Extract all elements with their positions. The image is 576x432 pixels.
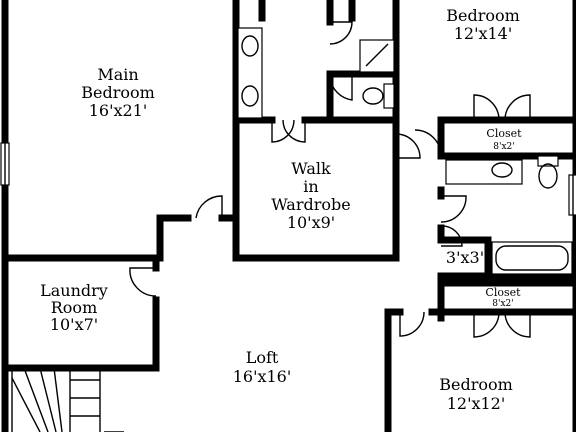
- sink-icon: [241, 35, 259, 57]
- bedroom-top-name: Bedroom: [446, 6, 520, 25]
- laundry-name-1: Laundry: [40, 281, 108, 300]
- small-closet-size: 3'x3': [446, 248, 484, 267]
- closet-bottom-size: 8'x2': [492, 299, 513, 309]
- walk-in-size: 10'x9': [287, 213, 335, 232]
- bedroom-top-size: 12'x14': [454, 24, 513, 43]
- closet-top-size: 8'x2': [493, 142, 514, 152]
- closet-top-name: Closet: [486, 127, 522, 140]
- toilet-icon: [538, 163, 558, 189]
- walk-in-name-3: Wardrobe: [271, 195, 350, 214]
- loft-size: 16'x16': [233, 367, 292, 386]
- bedroom-bottom-name: Bedroom: [439, 375, 513, 394]
- laundry-size: 10'x7': [50, 315, 98, 334]
- vanity-counter: [237, 27, 263, 119]
- toilet-icon: [362, 87, 384, 105]
- loft-name: Loft: [246, 348, 279, 367]
- room-labels: Main Bedroom 16'x21' Bedroom 12'x14' Clo…: [40, 6, 522, 413]
- closet-bottom-name: Closet: [485, 286, 521, 299]
- fixtures: [11, 27, 573, 432]
- walk-in-name-2: in: [303, 177, 318, 196]
- staircase: [11, 367, 124, 432]
- toilet-tank: [537, 155, 559, 167]
- main-bedroom-name-2: Bedroom: [81, 83, 155, 102]
- sink-icon: [241, 85, 259, 107]
- vanity-counter: [445, 159, 523, 185]
- windows: [0, 142, 576, 216]
- laundry-name-2: Room: [51, 298, 97, 317]
- bedroom-bottom-size: 12'x12': [447, 394, 506, 413]
- walk-in-name-1: Walk: [291, 159, 331, 178]
- shower-icon: [359, 39, 395, 73]
- doors: [129, 21, 531, 338]
- main-bedroom-size: 16'x21': [89, 101, 148, 120]
- bathtub-icon: [491, 241, 573, 275]
- main-bedroom-name-1: Main: [97, 65, 138, 84]
- sink-icon: [491, 162, 513, 178]
- toilet-tank: [383, 83, 395, 109]
